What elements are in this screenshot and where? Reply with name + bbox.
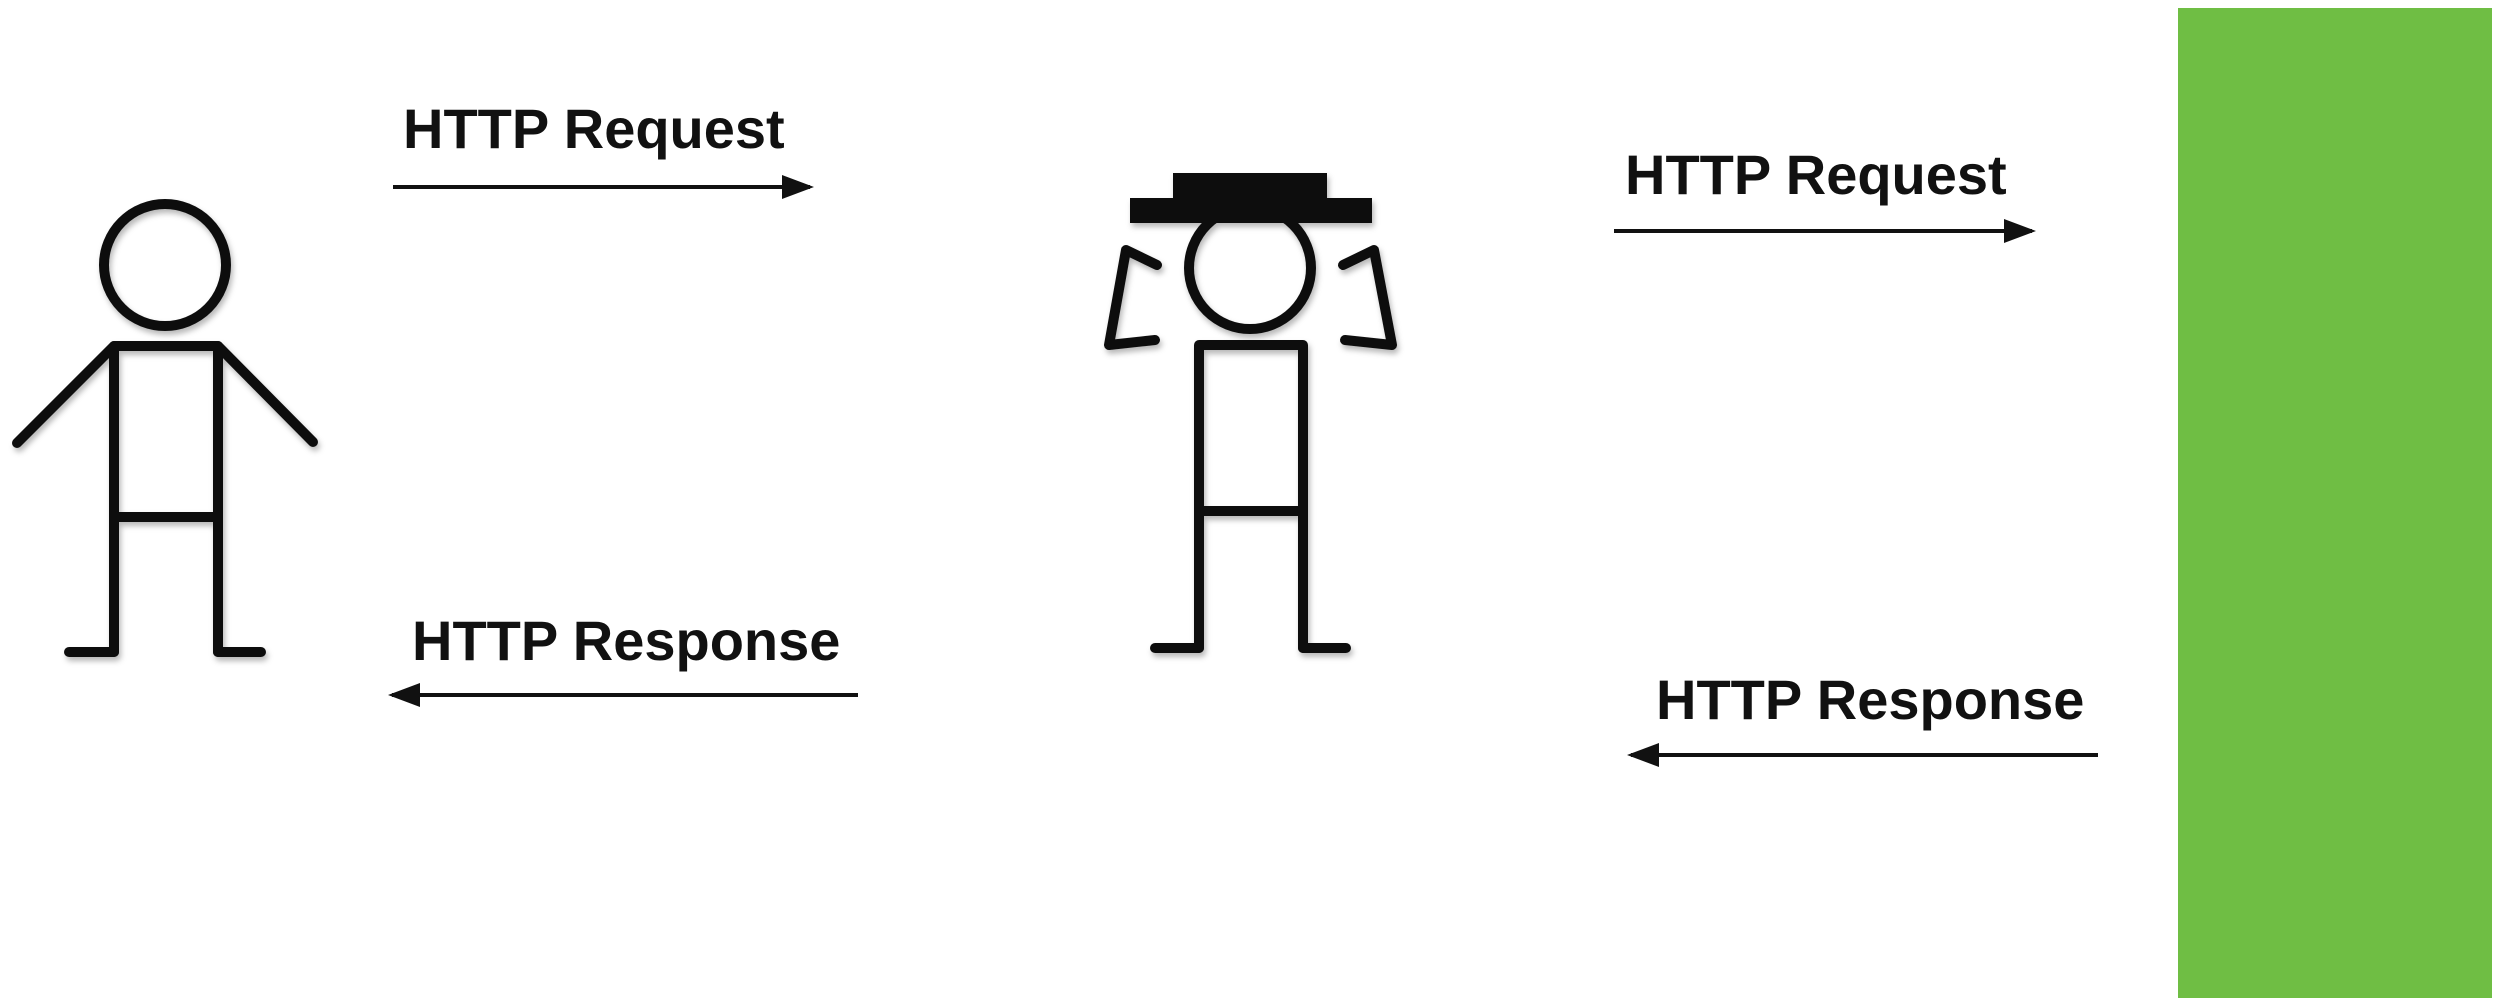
client-to-proxy-request-label: HTTP Request: [403, 97, 785, 160]
proxy-person-with-hat-icon: [1104, 173, 1397, 653]
server-to-proxy-response-label: HTTP Response: [1656, 668, 2085, 731]
proxy-to-server-request-label: HTTP Request: [1625, 143, 2007, 206]
server-block: [2178, 8, 2492, 998]
client-person-icon: [12, 199, 318, 657]
proxy-to-client-response-label: HTTP Response: [412, 609, 841, 672]
